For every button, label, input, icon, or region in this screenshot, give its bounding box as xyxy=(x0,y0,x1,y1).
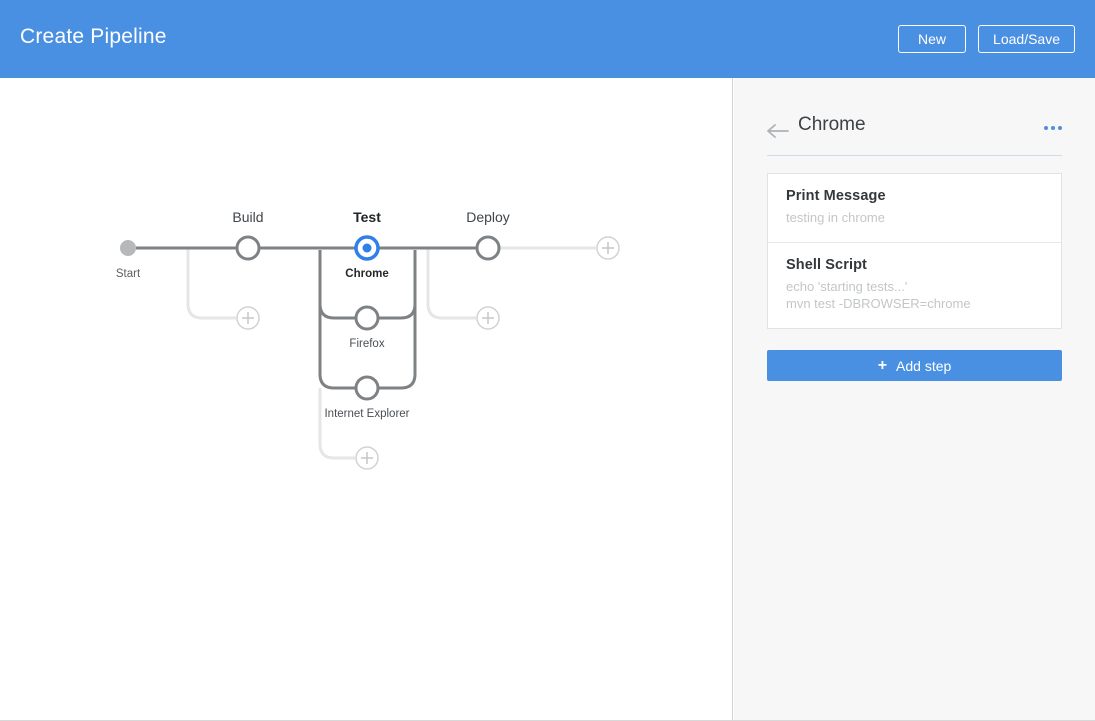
add-parallel-deploy-button[interactable] xyxy=(474,304,502,332)
graph-node-deploy xyxy=(475,235,501,261)
graph-node-label-start: Start xyxy=(115,268,141,280)
app-header: Create Pipeline New Load/Save xyxy=(0,0,1095,78)
step-title: Shell Script xyxy=(786,257,867,273)
graph-node-deploy-hit[interactable] xyxy=(474,234,502,262)
graph-node-label-chrome[interactable]: Chrome xyxy=(345,268,389,280)
add-stage-after-deploy-button[interactable] xyxy=(594,234,622,262)
graph-node-internet-explorer-hit[interactable] xyxy=(353,374,381,402)
graph-node-label-firefox[interactable]: Firefox xyxy=(349,338,385,350)
page-title: Create Pipeline xyxy=(20,25,167,48)
panel-title: Chrome xyxy=(798,114,866,135)
graph-node-label-internet-explorer[interactable]: Internet Explorer xyxy=(324,408,410,420)
panel-header: Chrome xyxy=(767,114,1062,156)
header-actions: New Load/Save xyxy=(898,25,1075,53)
parallel-branch-rails xyxy=(318,250,417,390)
graph-node-firefox xyxy=(354,305,380,331)
faint-connectors xyxy=(186,246,596,460)
step-detail-line: testing in chrome xyxy=(786,210,885,225)
graph-node-chrome-hit[interactable] xyxy=(353,234,381,262)
stage-label-build[interactable]: Build xyxy=(232,209,264,225)
steps-list: Print Message testing in chrome Shell Sc… xyxy=(767,173,1062,329)
add-parallel-deploy-icon xyxy=(476,306,500,330)
step-item-shell-script[interactable]: Shell Script echo 'starting tests...' mv… xyxy=(768,243,1061,328)
overflow-menu-icon[interactable] xyxy=(1038,119,1062,137)
add-step-label: Add step xyxy=(896,357,952,374)
step-detail-line: mvn test -DBROWSER=chrome xyxy=(786,296,971,311)
graph-node-build xyxy=(235,235,261,261)
graph-node-build-hit[interactable] xyxy=(234,234,262,262)
pipeline-canvas[interactable]: Build Test Deploy Start Chrome Firefox I… xyxy=(0,78,733,720)
step-title: Print Message xyxy=(786,188,886,204)
pipeline-graph xyxy=(120,235,620,470)
step-details-panel: Chrome Print Message testing in chrome S… xyxy=(734,78,1095,720)
add-parallel-build-button[interactable] xyxy=(234,304,262,332)
graph-node-chrome-selected xyxy=(354,235,380,261)
add-node-buttons xyxy=(236,236,620,470)
new-button[interactable]: New xyxy=(898,25,967,53)
load-save-button[interactable]: Load/Save xyxy=(978,25,1075,53)
step-item-print-message[interactable]: Print Message testing in chrome xyxy=(768,174,1061,243)
stage-label-test[interactable]: Test xyxy=(353,209,381,225)
graph-node-internet-explorer xyxy=(354,375,380,401)
back-arrow-icon[interactable] xyxy=(767,122,791,140)
add-stage-after-deploy-icon xyxy=(596,236,620,260)
graph-node-start xyxy=(120,240,136,256)
stage-label-deploy[interactable]: Deploy xyxy=(466,209,510,225)
graph-node-firefox-hit[interactable] xyxy=(353,304,381,332)
step-detail-line: echo 'starting tests...' xyxy=(786,279,908,294)
graph-node-start-hit[interactable] xyxy=(114,234,142,262)
add-parallel-test-button[interactable] xyxy=(353,444,381,472)
add-parallel-build-icon xyxy=(236,306,260,330)
add-step-button[interactable]: + Add step xyxy=(767,350,1062,381)
plus-icon: + xyxy=(877,356,888,374)
add-parallel-test-icon xyxy=(355,446,379,470)
